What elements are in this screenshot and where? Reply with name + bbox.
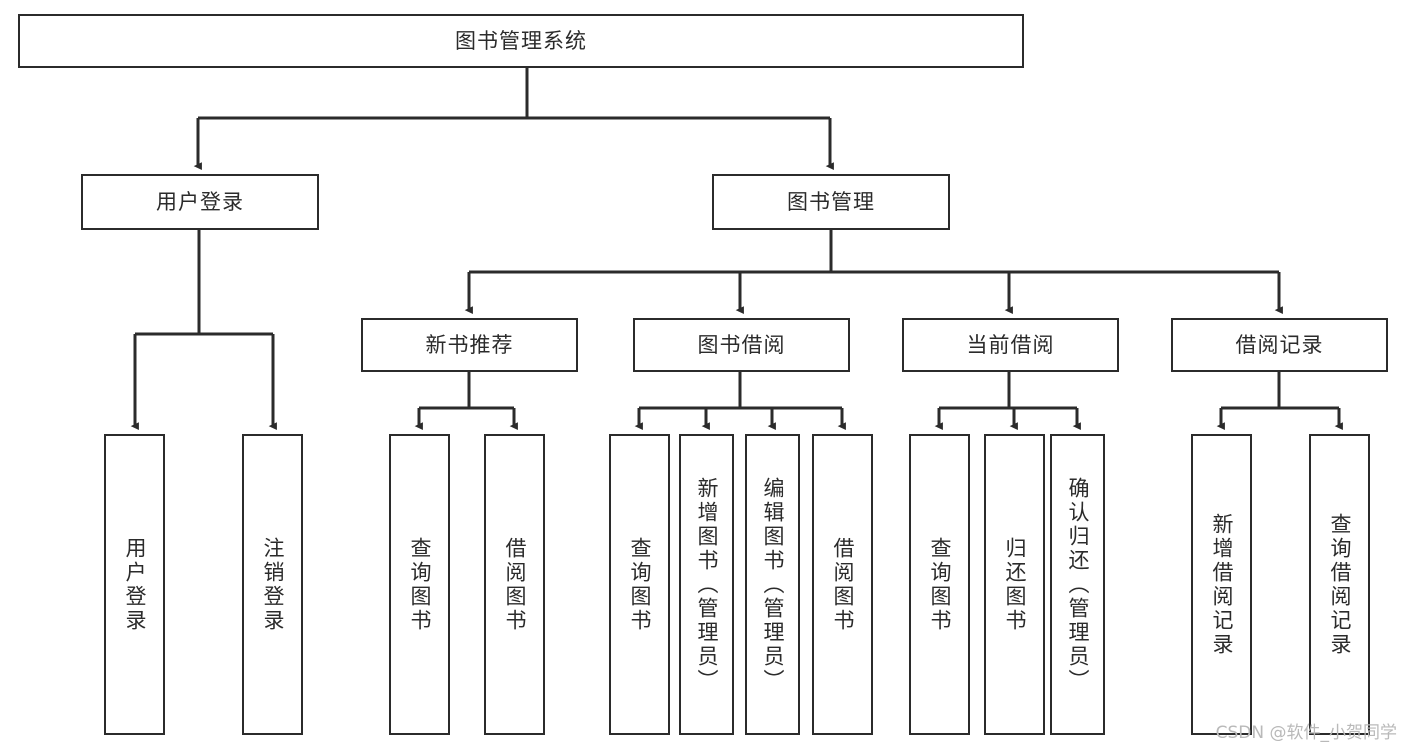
node-borrowing-records-label: 借阅记录 [1235, 332, 1324, 357]
node-leaf-user-login[interactable]: 用户登录 [104, 434, 165, 735]
node-user-login[interactable]: 用户登录 [81, 174, 319, 230]
node-leaf-query-books-current[interactable]: 查询图书 [909, 434, 970, 735]
node-book-borrowing-label: 图书借阅 [697, 332, 786, 357]
node-leaf-logout-label: 注销登录 [261, 536, 285, 633]
node-borrowing-records[interactable]: 借阅记录 [1171, 318, 1388, 372]
node-leaf-add-borrow-record[interactable]: 新增借阅记录 [1191, 434, 1252, 735]
node-leaf-return-books[interactable]: 归还图书 [984, 434, 1045, 735]
node-leaf-query-books-recommend-label: 查询图书 [408, 536, 432, 633]
node-book-management[interactable]: 图书管理 [712, 174, 950, 230]
node-new-book-recommendation-label: 新书推荐 [425, 332, 514, 357]
node-leaf-add-book-admin[interactable]: 新增图书（管理员） [679, 434, 734, 735]
node-leaf-query-books-current-label: 查询图书 [928, 536, 952, 633]
node-leaf-borrow-books-recommend-label: 借阅图书 [503, 536, 527, 633]
node-book-management-label: 图书管理 [787, 189, 875, 214]
node-leaf-return-books-label: 归还图书 [1003, 536, 1027, 633]
node-new-book-recommendation[interactable]: 新书推荐 [361, 318, 578, 372]
node-leaf-borrow-books[interactable]: 借阅图书 [812, 434, 873, 735]
node-leaf-query-borrow-record[interactable]: 查询借阅记录 [1309, 434, 1370, 735]
node-user-login-label: 用户登录 [156, 189, 244, 214]
node-leaf-borrow-books-recommend[interactable]: 借阅图书 [484, 434, 545, 735]
node-root-label: 图书管理系统 [455, 28, 587, 53]
node-leaf-logout[interactable]: 注销登录 [242, 434, 303, 735]
node-leaf-edit-book-admin-label: 编辑图书（管理员） [761, 476, 785, 693]
node-leaf-query-borrow-record-label: 查询借阅记录 [1328, 512, 1352, 657]
node-book-borrowing[interactable]: 图书借阅 [633, 318, 850, 372]
node-current-borrowing-label: 当前借阅 [966, 332, 1055, 357]
node-leaf-query-books-recommend[interactable]: 查询图书 [389, 434, 450, 735]
node-leaf-user-login-label: 用户登录 [123, 536, 147, 633]
node-leaf-add-borrow-record-label: 新增借阅记录 [1210, 512, 1234, 657]
node-leaf-query-books-borrow-label: 查询图书 [628, 536, 652, 633]
node-current-borrowing[interactable]: 当前借阅 [902, 318, 1119, 372]
node-leaf-query-books-borrow[interactable]: 查询图书 [609, 434, 670, 735]
node-leaf-borrow-books-label: 借阅图书 [831, 536, 855, 633]
csdn-watermark: CSDN @软件_小贺同学 [1215, 723, 1397, 743]
node-leaf-confirm-return-admin-label: 确认归还（管理员） [1066, 476, 1090, 693]
node-leaf-confirm-return-admin[interactable]: 确认归还（管理员） [1050, 434, 1105, 735]
node-root[interactable]: 图书管理系统 [18, 14, 1024, 68]
node-leaf-edit-book-admin[interactable]: 编辑图书（管理员） [745, 434, 800, 735]
node-leaf-add-book-admin-label: 新增图书（管理员） [695, 476, 719, 693]
